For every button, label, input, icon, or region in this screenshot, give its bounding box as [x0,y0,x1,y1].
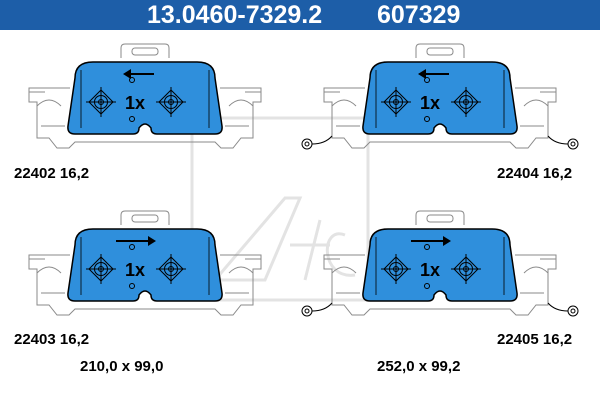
brake-pad-22405: 1x [301,210,579,317]
backing-plate [28,210,262,316]
brake-pad-22402: 1x [28,43,262,149]
quantity-label: 1x [420,260,440,280]
center-markers [129,244,135,289]
wear-sensor [301,302,579,317]
friction-material [362,61,518,135]
center-markers [424,244,430,289]
chamfer-lines [80,237,210,295]
article-number: 13.0460-7329.2 [147,1,323,29]
friction-material [67,228,223,302]
backing-plate [323,43,557,149]
brake-pad-22403: 1x [28,210,262,316]
rivet-target-right-icon [451,254,481,284]
header-bar [0,0,600,30]
pad-label-22404: 22404 16,2 [497,165,573,182]
rivet-target-right-icon [156,87,186,117]
friction-material [67,61,223,135]
pad-label-22403: 22403 16,2 [14,331,90,348]
rivet-target-left-icon [381,87,411,117]
rivet-target-left-icon [86,87,116,117]
quantity-label: 1x [420,93,440,113]
backing-plate [323,210,557,316]
dimension-left: 210,0 x 99,0 [80,358,164,375]
rivet-target-right-icon [451,87,481,117]
rotation-arrow-icon [418,69,449,79]
dimension-right: 252,0 x 99,2 [377,358,461,375]
chamfer-lines [80,70,210,128]
rotation-arrow-icon [116,236,156,246]
quantity-label: 1x [125,260,145,280]
center-markers [129,77,135,122]
reference-number: 607329 [377,1,461,29]
wear-sensor [301,135,579,150]
rivet-target-right-icon [156,254,186,284]
rotation-arrow-icon [411,236,451,246]
friction-material [362,228,518,302]
chamfer-lines [375,70,505,128]
center-markers [424,77,430,122]
pad-label-22405: 22405 16,2 [497,331,573,348]
backing-plate [28,43,262,149]
brake-pad-drawing: 1x 1x 1x 1x [28,43,579,317]
ate-logo-watermark [190,116,370,302]
brake-pad-22404: 1x [301,43,579,150]
pad-label-22402: 22402 16,2 [14,165,90,182]
rotation-arrow-icon [123,69,154,79]
quantity-label: 1x [125,93,145,113]
rivet-target-left-icon [381,254,411,284]
chamfer-lines [375,237,505,295]
rivet-target-left-icon [86,254,116,284]
